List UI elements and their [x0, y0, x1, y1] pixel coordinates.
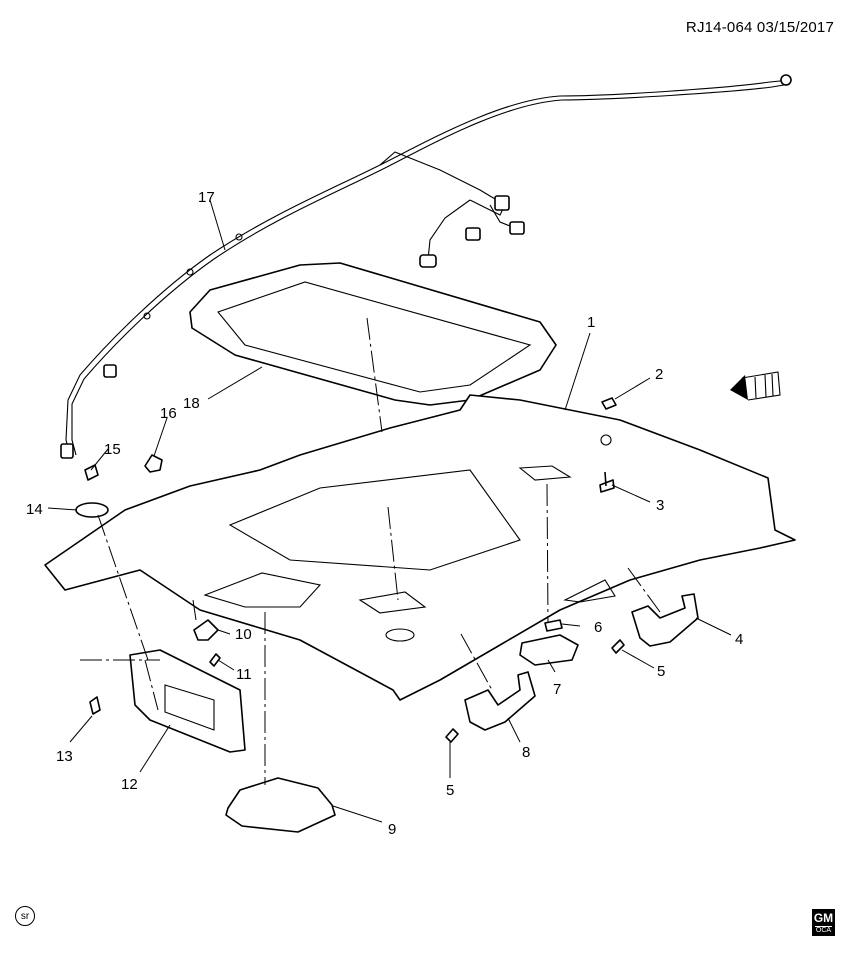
callout-10: 10: [235, 626, 252, 643]
gm-logo-text: GM: [813, 911, 834, 925]
callout-2: 2: [655, 366, 663, 383]
sunroof-frame-panel: [189, 262, 557, 406]
callout-1: 1: [587, 314, 595, 331]
callout-7: 7: [553, 681, 561, 698]
screw-5-left: [445, 728, 459, 743]
callout-16: 16: [160, 405, 177, 422]
gm-logo-icon: GM OCA: [812, 909, 835, 936]
push-pin-3: [599, 471, 615, 493]
front-direction-arrow-icon: [730, 371, 781, 401]
callout-numbers: 1 2 3 4 5 5 5 6 7 8 9 10 11 12 13 14 15 …: [26, 189, 743, 838]
sunshade-mirror: [164, 684, 215, 731]
callout-13: 13: [56, 748, 73, 765]
callout-4: 4: [735, 631, 743, 648]
callout-8: 8: [522, 744, 530, 761]
lamp-lens-6: [544, 619, 563, 632]
clip-15: [84, 464, 99, 481]
callout-17: 17: [198, 189, 215, 206]
callout-5-left: 5: [446, 782, 454, 799]
gm-logo-subtext: OCA: [815, 926, 832, 934]
callout-18: 18: [183, 395, 200, 412]
dashed-alignment-lines: [80, 317, 661, 785]
screw-11: [209, 653, 221, 667]
callout-6: 6: [594, 619, 602, 636]
callout-5-right: 5: [657, 663, 665, 680]
leader-lines: [47, 199, 732, 823]
callout-3: 3: [656, 497, 664, 514]
assist-handle-4: [631, 593, 699, 647]
sunshade-12: [129, 649, 246, 753]
callout-11: 11: [236, 666, 252, 683]
headliner-panel: [44, 394, 796, 701]
callout-12: 12: [121, 776, 138, 793]
screw-5-right: [611, 639, 625, 654]
callout-14: 14: [26, 501, 43, 518]
sr-badge: sr: [15, 906, 35, 926]
screw-13: [89, 696, 101, 715]
dome-lamp-7: [519, 634, 579, 666]
sunshade-support-10: [193, 619, 219, 641]
clip-2: [601, 397, 617, 410]
callout-15: 15: [104, 441, 121, 458]
diagram-reference-id: RJ14-064 03/15/2017: [685, 19, 834, 36]
assist-handle-8: [464, 671, 536, 731]
bracket-16: [144, 454, 163, 473]
callout-9: 9: [388, 821, 396, 838]
grommet-14: [75, 502, 109, 518]
overhead-console-9: [225, 777, 336, 833]
wiring-harness: [60, 74, 792, 459]
